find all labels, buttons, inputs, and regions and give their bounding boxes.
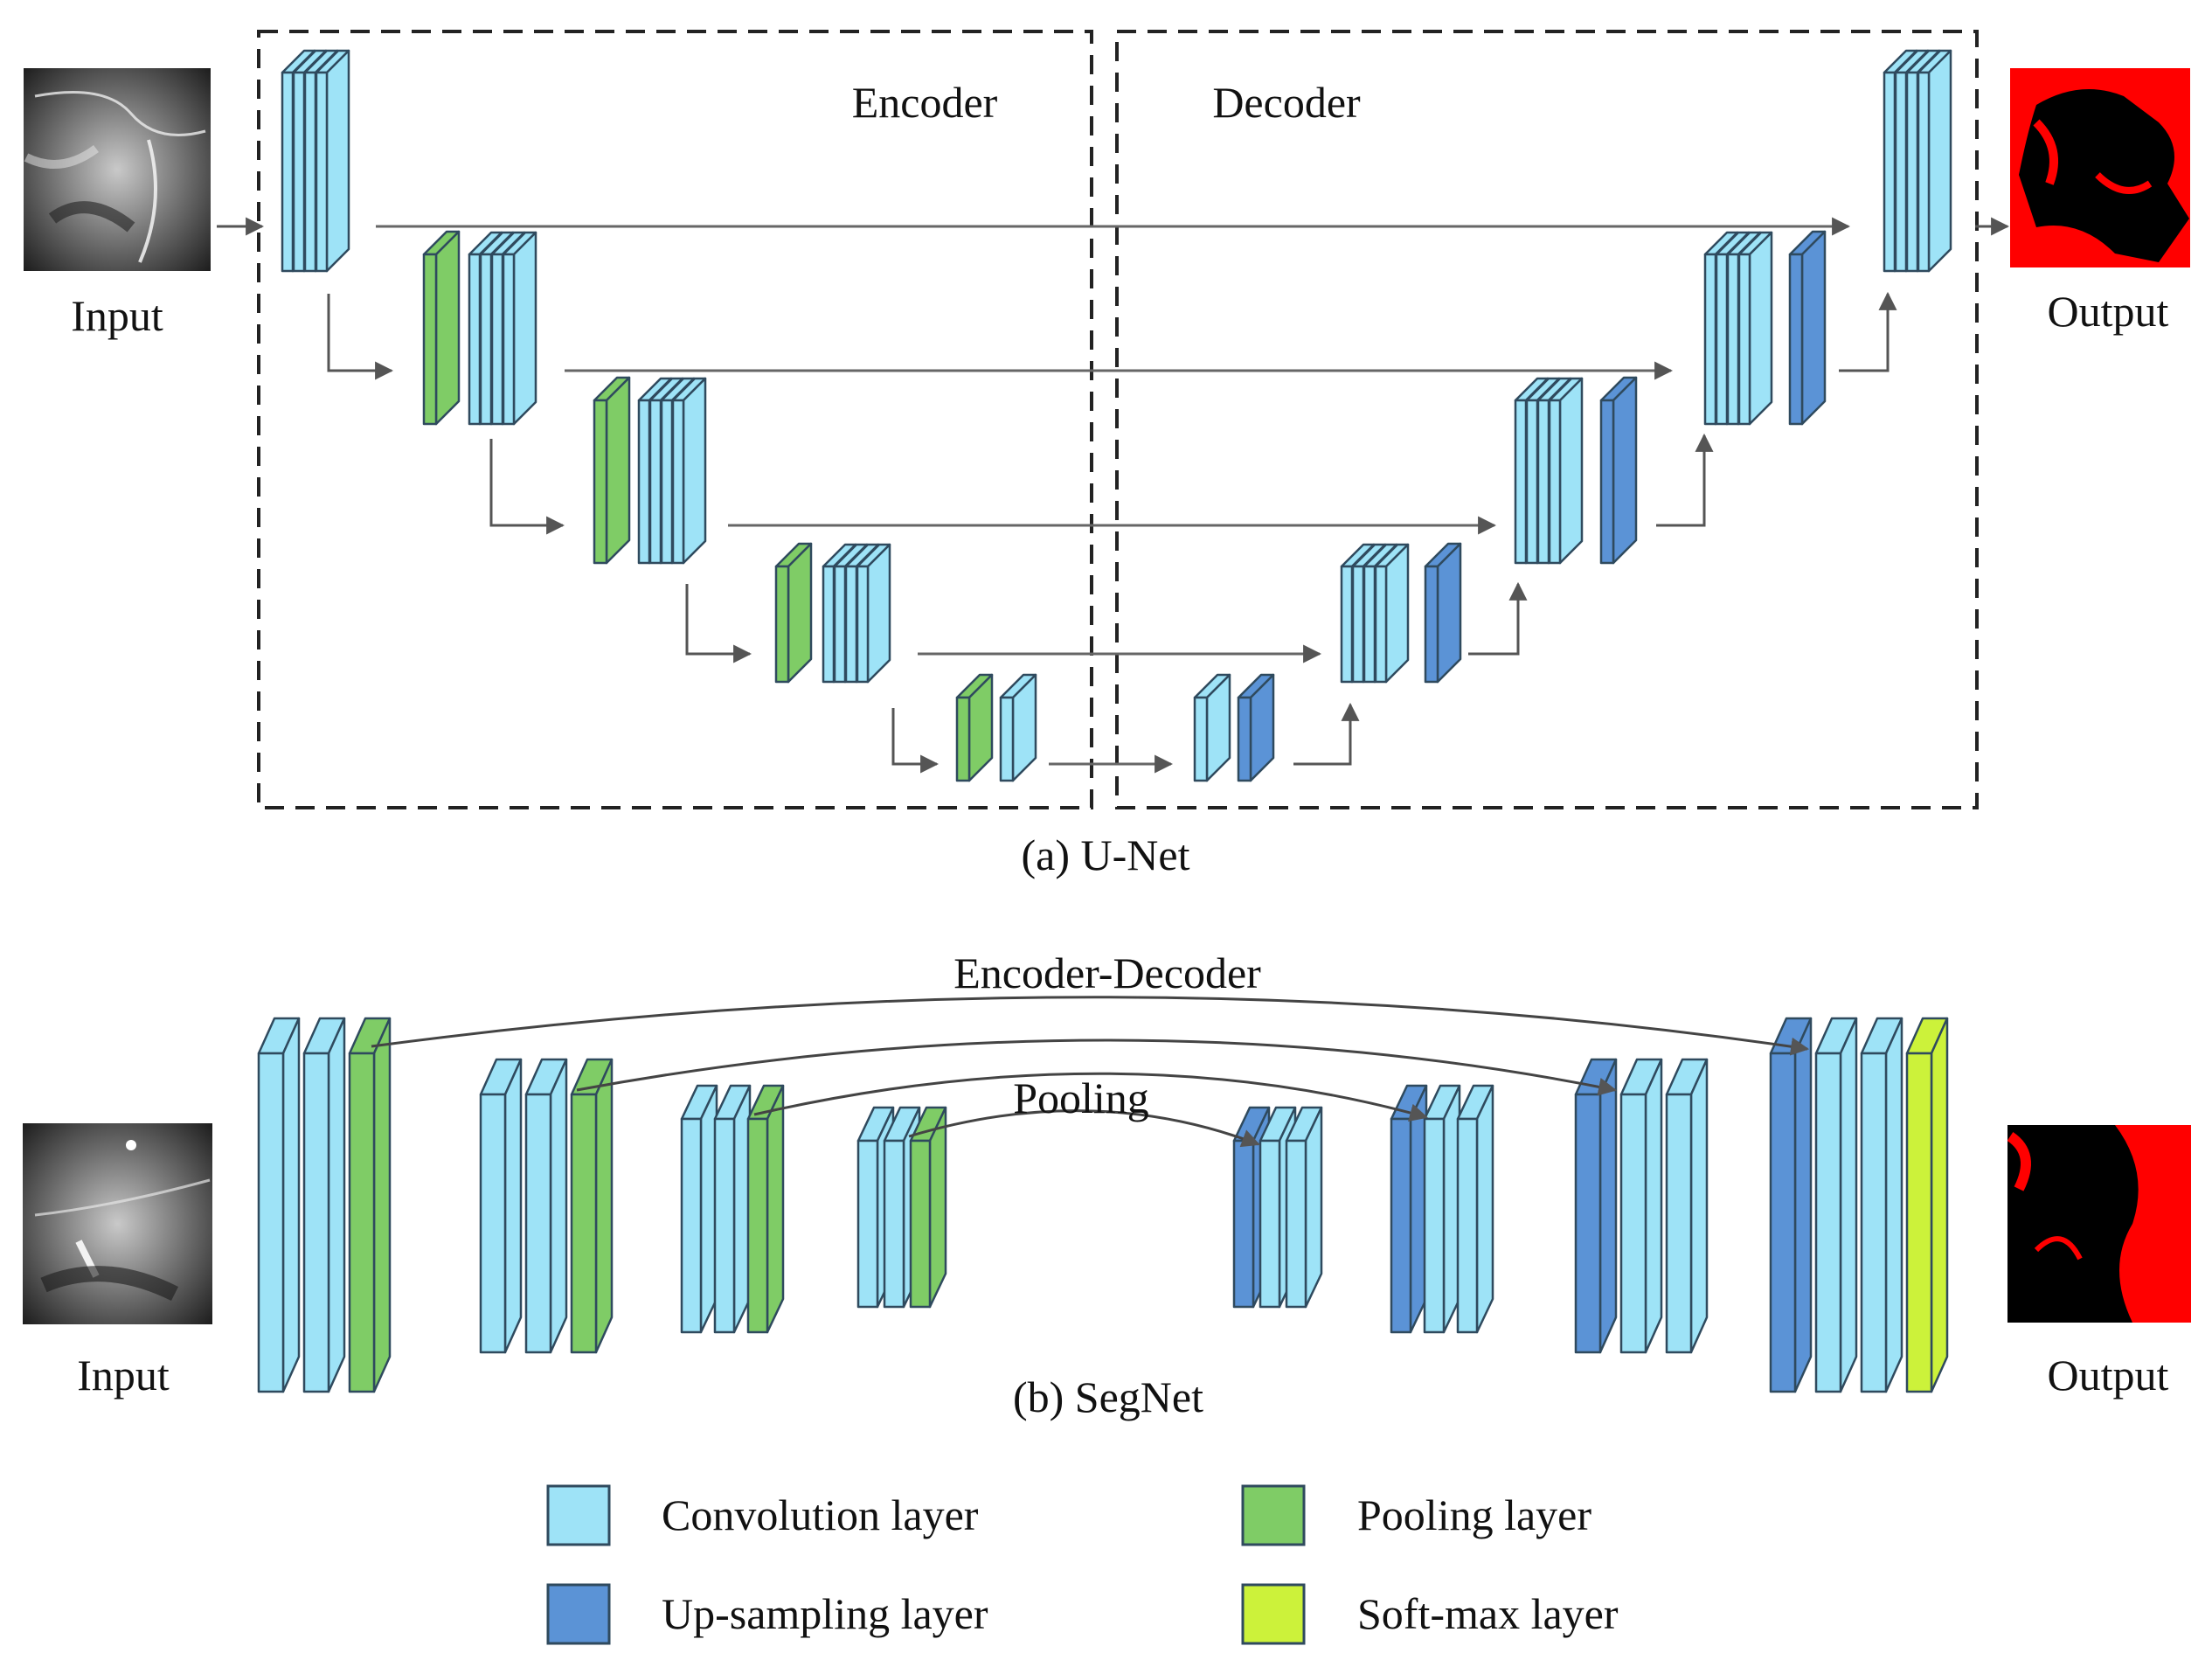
unet-enc2-conv-4 [502, 231, 537, 426]
segnet-enc1-conv-2 [302, 1017, 346, 1393]
unet-dec3-up [1599, 376, 1638, 565]
segnet-layer-blocks [257, 1017, 1949, 1393]
segnet-diagram: Input Output Encoder-Decoder Pooling (b)… [23, 948, 2191, 1421]
segnet-dec1-conv-3 [1285, 1106, 1323, 1309]
unet-dec4-up [1788, 230, 1827, 426]
unet-dec5-conv-4 [1917, 49, 1952, 273]
unet-enc4-pool [774, 542, 813, 684]
up-arrow-2 [1468, 581, 1528, 656]
unet-input-label: Input [71, 291, 163, 340]
unet-dec2-conv-4 [1374, 543, 1410, 684]
unet-caption: (a) U-Net [1022, 830, 1190, 879]
segnet-dec2-up-1 [1390, 1084, 1428, 1334]
unet-dec2-up [1424, 542, 1462, 684]
unet-input-image [24, 68, 211, 271]
down-arrow-3 [685, 584, 752, 663]
segnet-dec3-up-1 [1574, 1058, 1618, 1354]
curve-pooling [908, 1109, 1260, 1148]
up-arrow-3 [1656, 433, 1714, 527]
segnet-enc2-pool-3 [570, 1058, 614, 1354]
unet-dec1-up [1237, 673, 1275, 782]
segnet-dec2-conv-2 [1423, 1084, 1461, 1334]
legend-item-softmax: Soft-max layer [1241, 1583, 1619, 1645]
segnet-output-label: Output [2048, 1351, 2169, 1400]
legend-swatch-pooling [1241, 1484, 1306, 1546]
down-arrow-1 [327, 294, 394, 380]
segnet-dec4-up-1 [1769, 1017, 1813, 1393]
unet-enc1-conv-4 [315, 49, 350, 273]
segnet-dec4-conv-3 [1860, 1017, 1903, 1393]
decoder-box [1115, 30, 1979, 809]
unet-down-arrows [327, 294, 940, 774]
legend-label-softmax: Soft-max layer [1357, 1589, 1619, 1638]
segnet-enc1-pool-3 [348, 1017, 392, 1393]
legend-swatch-convolution [546, 1484, 611, 1546]
legend: Convolution layer Pooling layer Up-sampl… [546, 1484, 1619, 1645]
unet-output-image [2010, 68, 2190, 267]
segnet-enc3-conv-2 [713, 1084, 752, 1334]
legend-item-upsampling: Up-sampling layer [546, 1583, 988, 1645]
unet-layer-blocks [281, 49, 1952, 782]
legend-item-pooling: Pooling layer [1241, 1484, 1591, 1546]
unet-bottleneck-pool [955, 673, 994, 782]
up-arrow-1 [1293, 702, 1360, 766]
decoder-label: Decoder [1212, 78, 1361, 127]
down-arrow-4 [891, 708, 940, 774]
legend-item-convolution: Convolution layer [546, 1484, 979, 1546]
segnet-input-image [23, 1123, 212, 1324]
unet-enc3-conv-4 [671, 377, 707, 565]
segnet-enc4-pool-3 [909, 1106, 947, 1309]
segnet-dec3-conv-3 [1665, 1058, 1709, 1354]
segnet-enc2-conv-2 [524, 1058, 568, 1354]
unet-bottleneck-conv [999, 673, 1037, 782]
encoder-label: Encoder [852, 78, 998, 127]
unet-enc3-pool [593, 376, 631, 565]
curve-level-2 [576, 1038, 1618, 1096]
segnet-dec2-conv-3 [1456, 1084, 1494, 1334]
unet-dec1-conv [1193, 673, 1231, 782]
down-arrow-2 [489, 439, 565, 535]
pooling-label: Pooling [1013, 1073, 1149, 1122]
encoder-decoder-label: Encoder-Decoder [953, 948, 1261, 997]
legend-label-convolution: Convolution layer [662, 1490, 979, 1539]
segnet-enc1-conv-1 [257, 1017, 301, 1393]
unet-enc2-pool [422, 230, 461, 426]
curve-level-3 [753, 1072, 1429, 1122]
unet-skip-connections [376, 217, 1851, 774]
segnet-output-image [2007, 1125, 2191, 1323]
unet-output-label: Output [2048, 287, 2169, 336]
segnet-dec4-softmax-4 [1905, 1017, 1949, 1393]
segnet-enc2-conv-1 [479, 1058, 523, 1354]
unet-enc4-conv-4 [856, 543, 891, 684]
segnet-dec3-conv-2 [1619, 1058, 1663, 1354]
encoder-box [257, 30, 1093, 809]
unet-diagram: Encoder Decoder Input Output [24, 30, 2190, 879]
legend-swatch-softmax [1241, 1583, 1306, 1645]
legend-swatch-upsampling [546, 1583, 611, 1645]
unet-dec4-conv-4 [1737, 231, 1773, 426]
segnet-input-label: Input [77, 1351, 170, 1400]
legend-label-pooling: Pooling layer [1357, 1490, 1591, 1539]
up-arrow-4 [1839, 291, 1897, 372]
segnet-dec4-conv-2 [1814, 1017, 1858, 1393]
segnet-caption: (b) SegNet [1013, 1372, 1203, 1421]
segnet-index-curves [371, 996, 1810, 1148]
unet-up-arrows [1293, 291, 1897, 766]
legend-label-upsampling: Up-sampling layer [662, 1589, 988, 1638]
segnet-enc3-conv-1 [680, 1084, 718, 1334]
curve-encoder-decoder [371, 996, 1810, 1056]
segnet-enc3-pool-3 [746, 1084, 785, 1334]
unet-dec3-conv-4 [1548, 377, 1584, 565]
